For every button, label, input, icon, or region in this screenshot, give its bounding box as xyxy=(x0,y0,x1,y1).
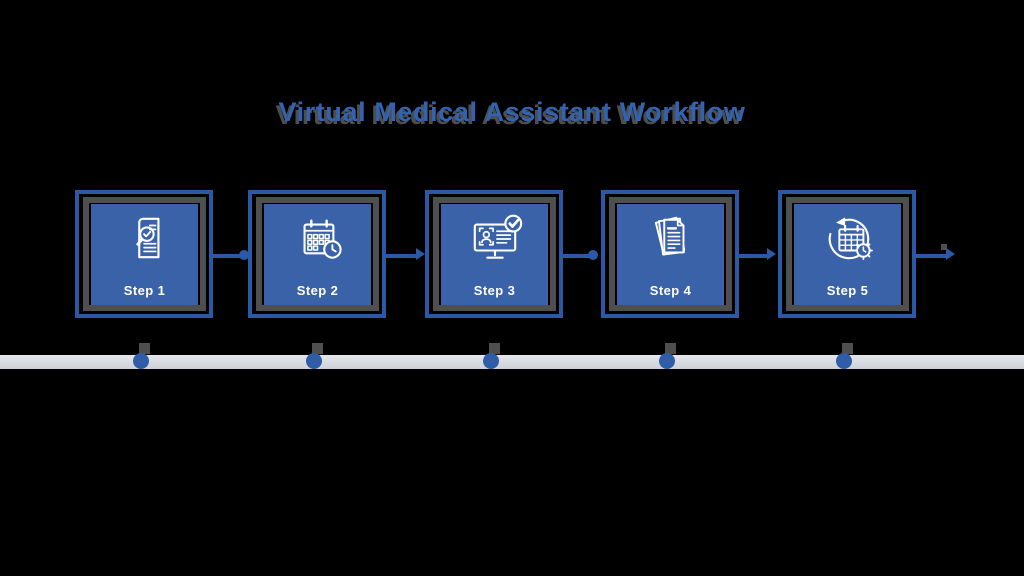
step-2-label: Step 2 xyxy=(296,283,339,298)
step-4-label: Step 4 xyxy=(649,283,692,298)
timeline-marker-shadow-5 xyxy=(842,343,853,354)
arrow-right-icon-4 xyxy=(767,248,776,260)
step-4-frame xyxy=(609,197,732,311)
step-4-box: Step 4 xyxy=(601,190,747,326)
step-2-box: Step 2 xyxy=(248,190,394,326)
step-4-card: Step 4 xyxy=(617,204,724,305)
calendar-sync-icon xyxy=(794,210,901,266)
arrow-right-icon-5 xyxy=(946,248,955,260)
step-3-label: Step 3 xyxy=(473,283,516,298)
monitor-verification-icon xyxy=(441,210,548,266)
step-5-label: Step 5 xyxy=(826,283,869,298)
connector-line-2 xyxy=(384,254,417,258)
timeline-marker-2 xyxy=(306,353,322,369)
step-1-card: Step 1 xyxy=(91,204,198,305)
connector-end-speck xyxy=(941,244,947,250)
step-2-frame xyxy=(256,197,379,311)
step-5-frame xyxy=(786,197,909,311)
timeline-bar xyxy=(0,355,1024,369)
calendar-clock-icon xyxy=(264,210,371,266)
timeline-marker-3 xyxy=(483,353,499,369)
step-3-frame xyxy=(433,197,556,311)
step-1-box: Step 1 xyxy=(75,190,221,326)
step-3-box: Step 3 xyxy=(425,190,571,326)
connector-dot-icon-1 xyxy=(239,250,249,260)
document-search-icon xyxy=(91,210,198,266)
timeline-marker-shadow-1 xyxy=(139,343,150,354)
arrow-right-icon-2 xyxy=(416,248,425,260)
step-2-card: Step 2 xyxy=(264,204,371,305)
timeline-marker-1 xyxy=(133,353,149,369)
step-1-label: Step 1 xyxy=(123,283,166,298)
connector-line-5 xyxy=(914,254,947,258)
timeline-marker-shadow-2 xyxy=(312,343,323,354)
documents-stack-icon xyxy=(617,210,724,266)
step-5-card: Step 5 xyxy=(794,204,901,305)
timeline-marker-shadow-3 xyxy=(489,343,500,354)
connector-dot-icon-3 xyxy=(588,250,598,260)
connector-line-4 xyxy=(737,254,768,258)
step-1-frame xyxy=(83,197,206,311)
timeline-marker-4 xyxy=(659,353,675,369)
timeline-marker-5 xyxy=(836,353,852,369)
timeline-marker-shadow-4 xyxy=(665,343,676,354)
connector-line-1 xyxy=(211,254,243,258)
page-title: Virtual Medical Assistant Workflow xyxy=(278,97,746,127)
step-3-card: Step 3 xyxy=(441,204,548,305)
connector-line-3 xyxy=(561,254,591,258)
step-5-box: Step 5 xyxy=(778,190,924,326)
